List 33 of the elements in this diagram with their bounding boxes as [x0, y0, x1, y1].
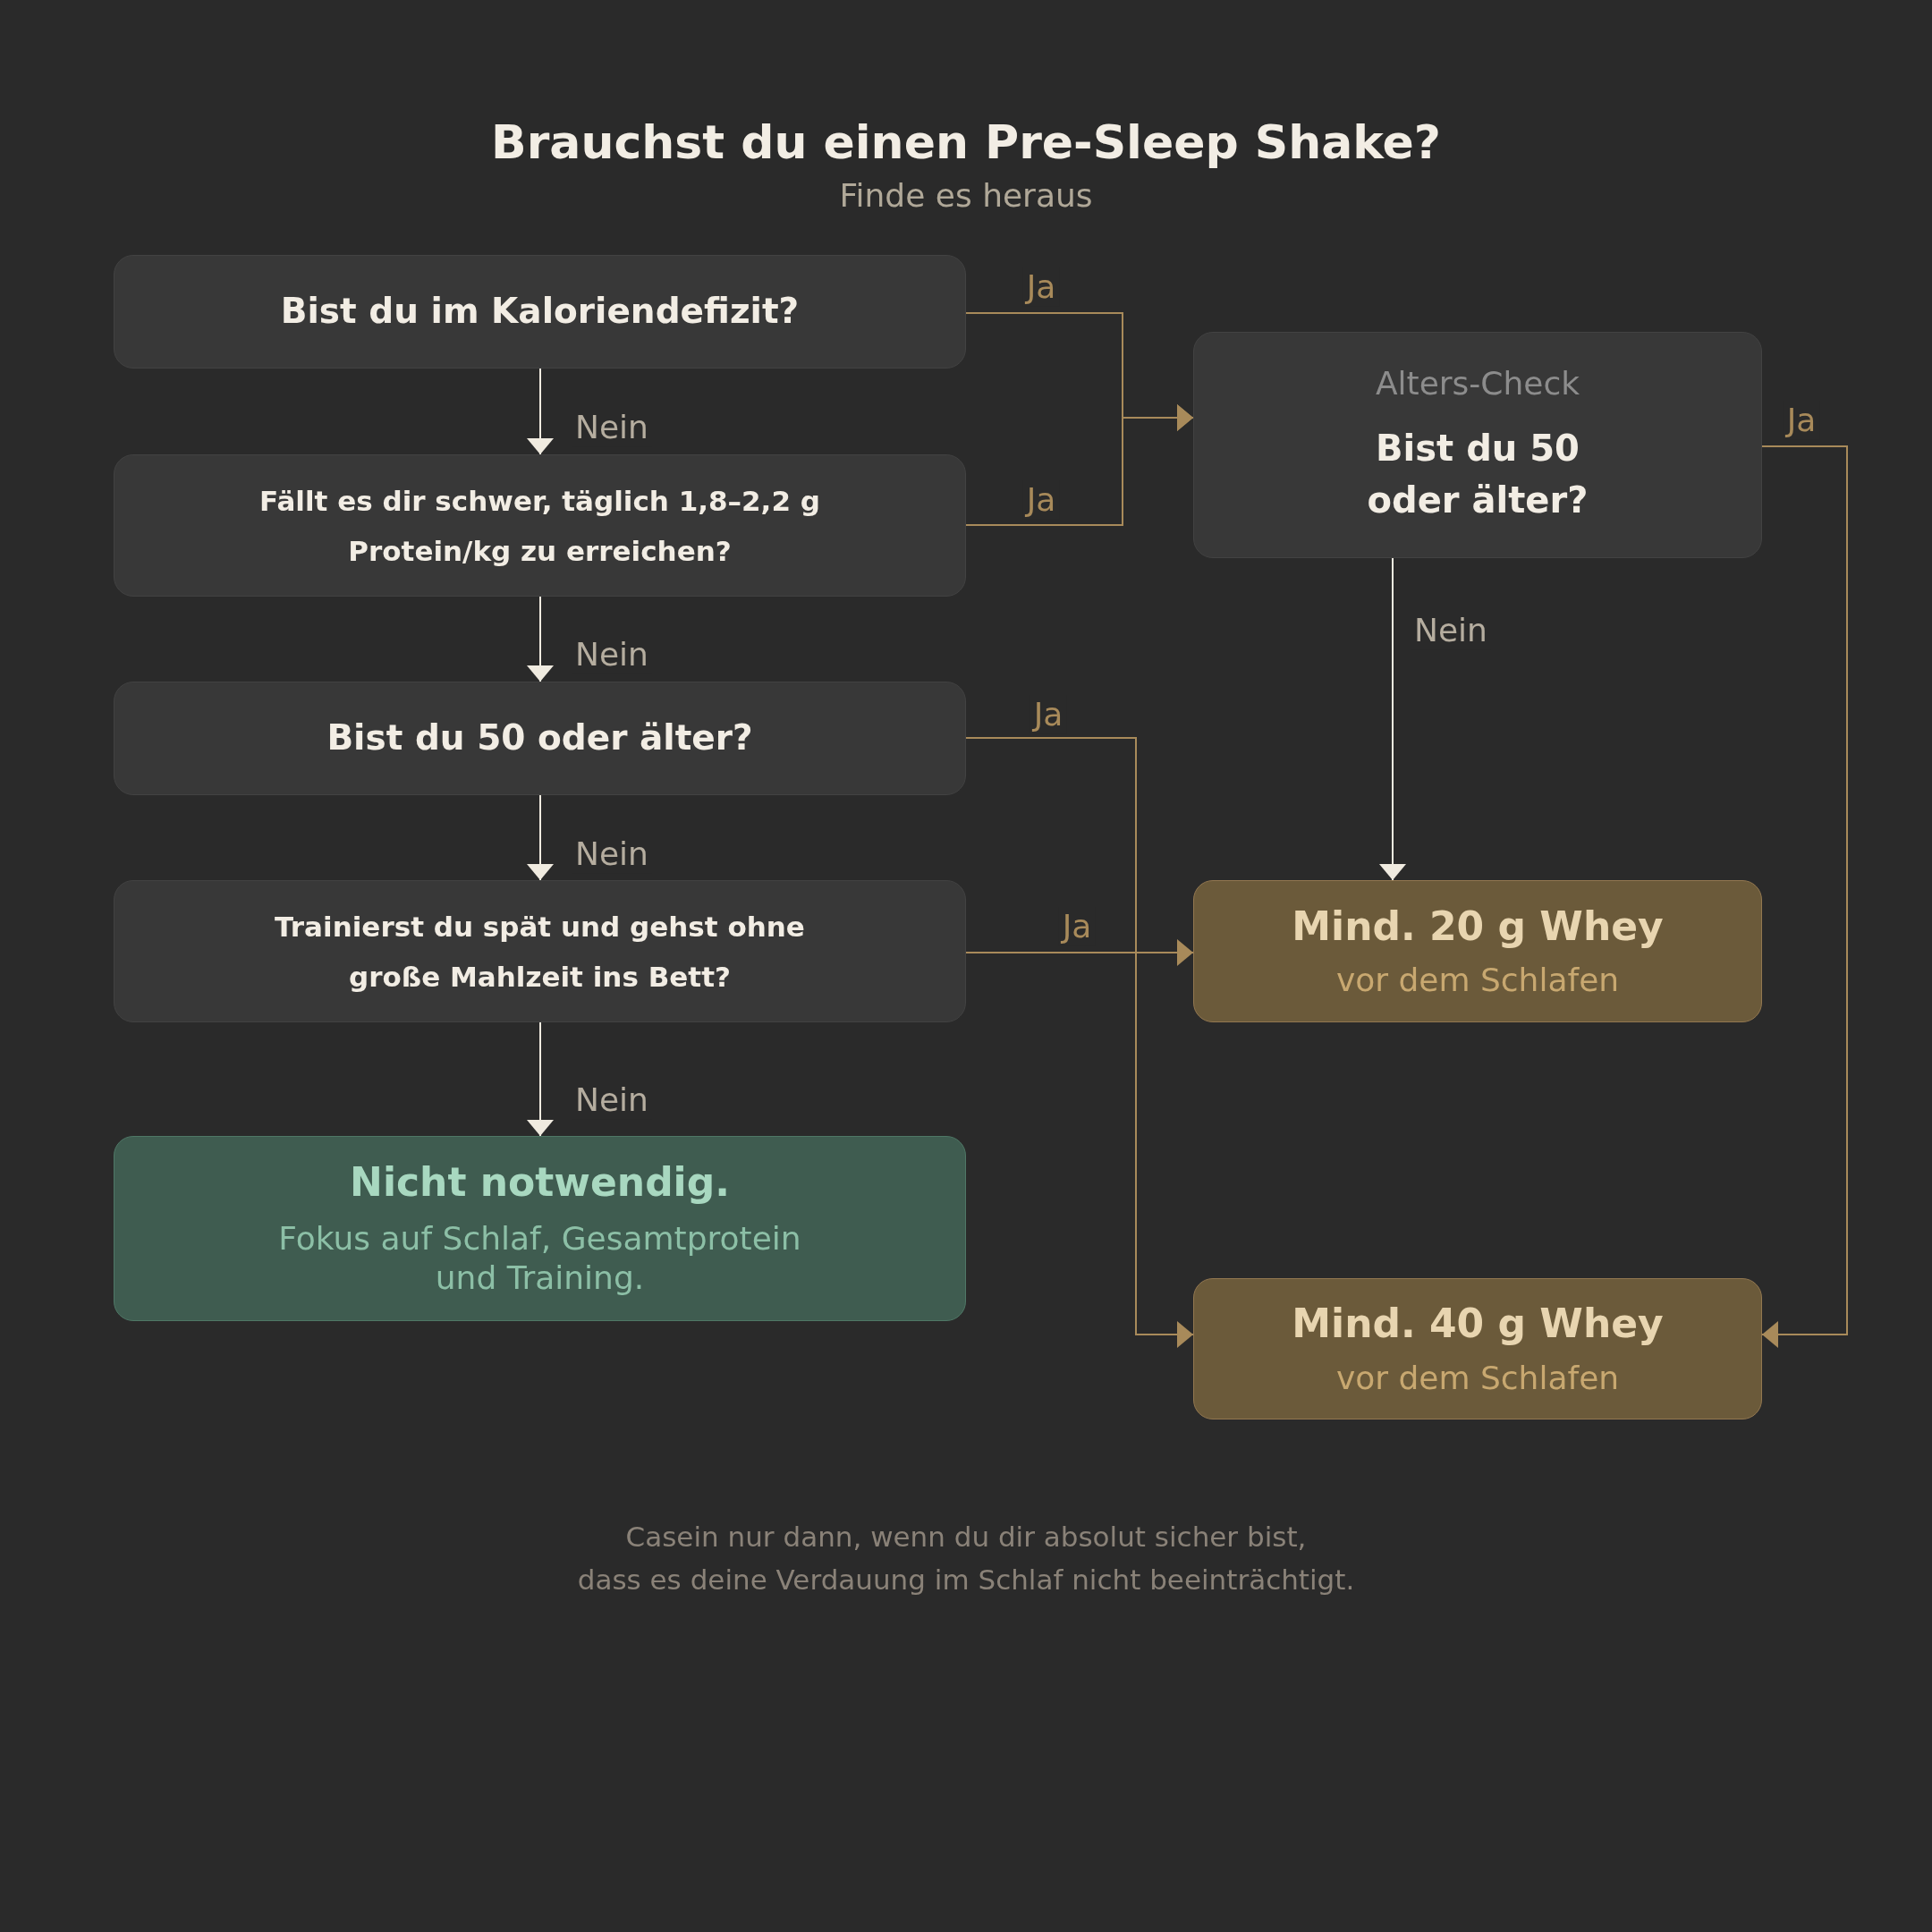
- decision-box: [114, 255, 966, 369]
- arrow: [1379, 557, 1406, 881]
- arrow: [527, 794, 554, 881]
- result-title: Mind. 40 g Whey: [1292, 1301, 1664, 1348]
- section-label: Alters-Check: [1375, 363, 1580, 403]
- result-title: Mind. 20 g Whey: [1292, 902, 1664, 951]
- arrow: [527, 596, 554, 682]
- question-text: Trainierst du spät und gehst ohne große Mahlzeit ins Bett?: [274, 909, 806, 995]
- decision-box: [114, 454, 966, 597]
- question-text: Bist du im Kaloriendefizit?: [280, 291, 800, 333]
- result-box: [114, 1136, 966, 1321]
- arrow: [965, 939, 1194, 966]
- arrow: [1761, 445, 1848, 1348]
- question-text: Bist du 50 oder älter?: [326, 717, 753, 759]
- arrow: [965, 737, 1194, 1348]
- decision-box: [114, 880, 966, 1022]
- question-text: Fällt es dir schwer, täglich 1,8–2,2 g Protein/kg zu erreichen?: [258, 483, 821, 569]
- result-subtitle: Fokus auf Schlaf, Gesamtprotein und Training.: [277, 1218, 802, 1298]
- title: Brauchst du einen Pre-Sleep Shake?: [491, 114, 1441, 170]
- result-box: [1193, 1278, 1762, 1419]
- decision-box: [1193, 332, 1762, 558]
- result-title: Nicht notwendig.: [350, 1159, 730, 1207]
- footnote: dass es deine Verdauung im Schlaf nicht beeinträchtigt.: [577, 1563, 1355, 1597]
- footnote: Casein nur dann, wenn du dir absolut sicher bist,: [625, 1521, 1307, 1555]
- arrow: [527, 368, 554, 455]
- arrow: [527, 1021, 554, 1137]
- result-box: [1193, 880, 1762, 1022]
- result-subtitle: vor dem Schlafen: [1335, 1358, 1620, 1397]
- arrow: [965, 404, 1194, 526]
- result-subtitle: vor dem Schlafen: [1335, 961, 1620, 1000]
- decision-box: [114, 682, 966, 795]
- question-text: Bist du 50 oder älter?: [1366, 427, 1589, 523]
- subtitle: Finde es heraus: [839, 176, 1093, 216]
